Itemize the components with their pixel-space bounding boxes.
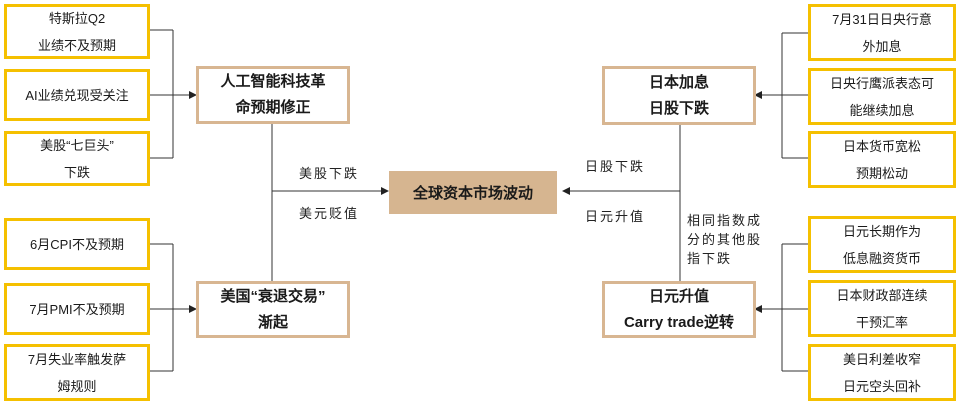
edge-label-japan-stocks-fall: 日股下跌 <box>585 160 646 175</box>
recession-trade-box: 美国“衰退交易” 渐起 <box>196 281 350 338</box>
edge-label-usd-depreciation: 美元贬值 <box>299 207 360 222</box>
global-market-volatility-box: 全球资本市场波动 <box>389 171 557 214</box>
cause-ai-earnings: AI业绩兑现受关注 <box>4 69 150 121</box>
cause-sahm-rule: 7月失业率触发萨 姆规则 <box>4 344 150 401</box>
cause-rate-spread-narrowing: 美日利差收窄 日元空头回补 <box>808 344 956 401</box>
cause-yen-funding-currency: 日元长期作为 低息融资货币 <box>808 216 956 273</box>
cause-cpi: 6月CPI不及预期 <box>4 218 150 270</box>
cause-easing-loosening: 日本货币宽松 预期松动 <box>808 131 956 188</box>
edge-label-other-indices-fall: 相同指数成 分的其他股 指下跌 <box>687 214 763 267</box>
edge-label-yen-appreciation: 日元升值 <box>585 210 646 225</box>
ai-revolution-box: 人工智能科技革 命预期修正 <box>196 66 350 124</box>
yen-appreciation-box: 日元升值 Carry trade逆转 <box>602 281 756 338</box>
cause-boj-hawkish: 日央行鹰派表态可 能继续加息 <box>808 68 956 125</box>
cause-mof-intervention: 日本财政部连续 干预汇率 <box>808 280 956 337</box>
edge-label-us-stocks-fall: 美股下跌 <box>299 167 360 182</box>
cause-boj-surprise-hike: 7月31日日央行意 外加息 <box>808 4 956 61</box>
cause-tesla: 特斯拉Q2 业绩不及预期 <box>4 4 150 59</box>
cause-magnificent-seven: 美股“七巨头” 下跌 <box>4 131 150 186</box>
cause-pmi: 7月PMI不及预期 <box>4 283 150 335</box>
japan-rate-hike-box: 日本加息 日股下跌 <box>602 66 756 125</box>
